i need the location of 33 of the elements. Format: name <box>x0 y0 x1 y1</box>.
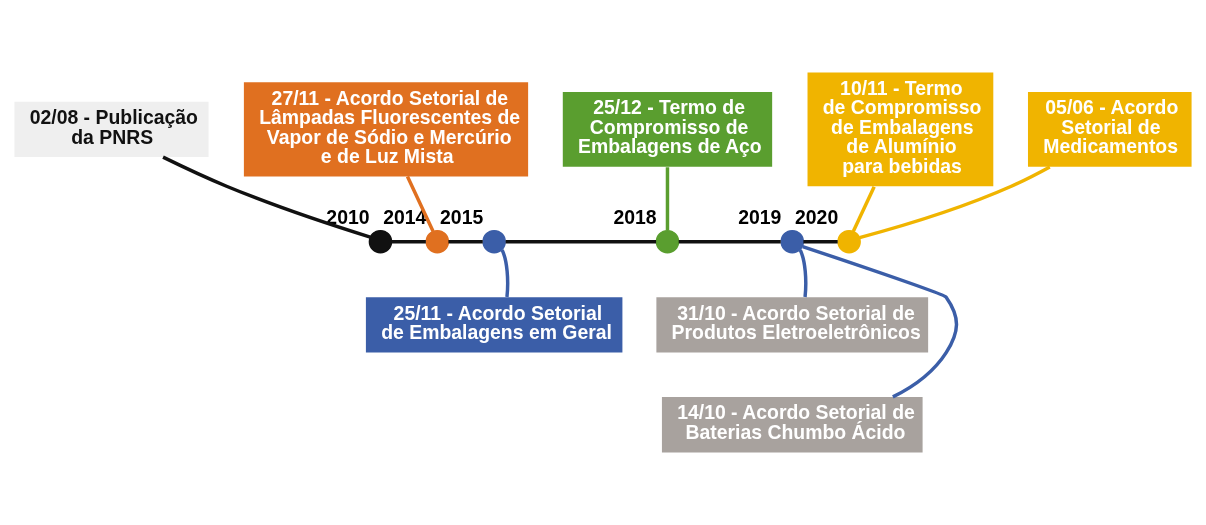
connector <box>665 167 670 231</box>
node-circle <box>425 229 450 254</box>
node-box: 31/10 - Acordo Setorial de Produtos Eletroeletrônicos <box>656 297 929 353</box>
connector <box>505 239 657 244</box>
connector <box>802 244 959 399</box>
node-box: 02/08 - Publicação da PNRS <box>14 101 209 158</box>
node-box: 05/06 - Acordo Setorial de Medicamentos <box>1027 91 1192 167</box>
connector <box>678 239 781 244</box>
connector <box>391 239 426 244</box>
node-label: 2015 <box>440 205 484 228</box>
node-label: 2019 <box>738 205 782 228</box>
node-box: 25/11 - Acordo Setorial de Embalagens em Geral <box>365 297 623 353</box>
node-label: 2014 <box>383 205 427 228</box>
connector <box>500 249 510 298</box>
connector <box>798 249 808 298</box>
node-circle <box>655 229 680 254</box>
node-label: 2020 <box>795 205 839 228</box>
node-label: 2010 <box>326 205 370 228</box>
node-circle <box>368 229 393 254</box>
connector <box>162 155 371 239</box>
node-box: 14/10 - Acordo Setorial de Baterias Chumbo Ácido <box>661 397 923 453</box>
connector <box>859 165 1051 240</box>
node-circle <box>780 229 805 254</box>
node-box: 25/12 - Termo de Compromisso de Embalagens de Aço <box>562 91 773 167</box>
node-circle <box>482 229 506 254</box>
connector <box>405 175 435 232</box>
connector <box>803 239 838 244</box>
node-circle <box>837 229 861 254</box>
connector <box>851 186 876 232</box>
node-box: 10/11 - Termo de Compromisso de Embalagens de Alumínio para bebidas <box>807 72 994 187</box>
node-box: 27/11 - Acordo Setorial de Lâmpadas Fluorescentes de Vapor de Sódio e Mercúrio e de Luz Mista <box>243 82 529 177</box>
connector <box>448 239 483 244</box>
node-label: 2018 <box>613 205 657 228</box>
